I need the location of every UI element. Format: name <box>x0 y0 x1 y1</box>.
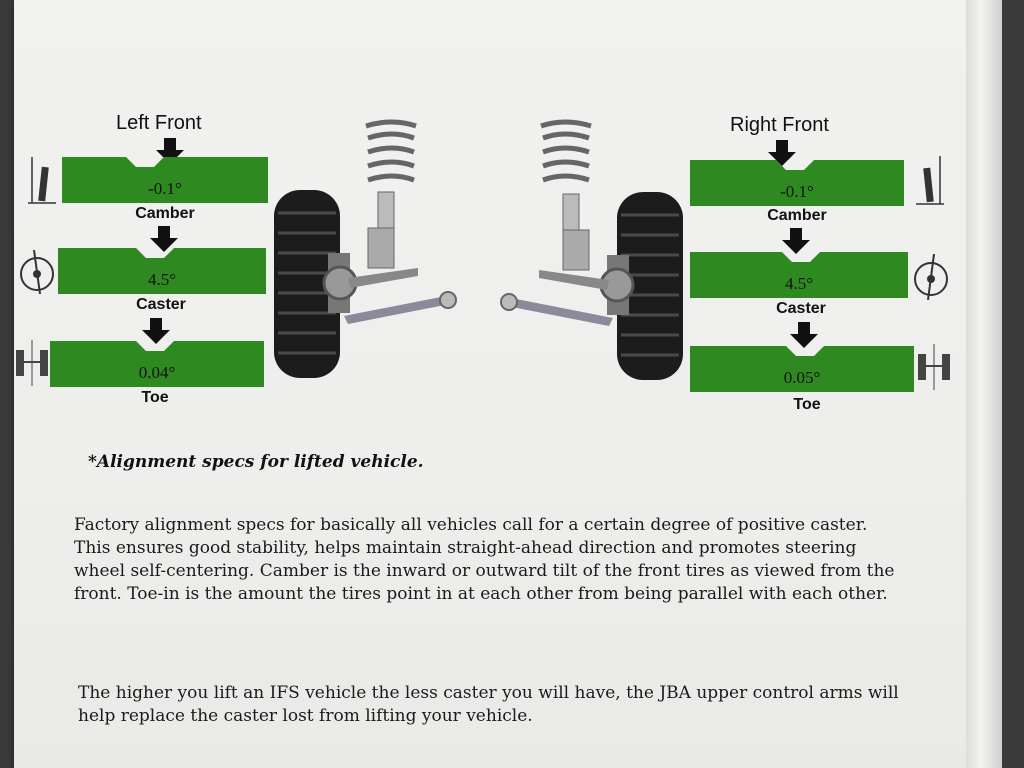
down-arrow-icon <box>782 228 810 254</box>
left-toe-value: 0.04° <box>138 363 176 382</box>
down-arrow-icon <box>156 138 184 164</box>
right-camber-bar: -0.1° <box>690 160 904 206</box>
lifted-vehicle-note: *Alignment specs for lifted vehicle. <box>88 452 424 472</box>
left-camber-label: Camber <box>135 205 195 222</box>
caster-icon <box>914 254 948 300</box>
right-front-title: Right Front <box>730 114 829 136</box>
right-caster-label: Caster <box>776 300 826 317</box>
left-toe-label: Toe <box>141 389 169 406</box>
right-caster-value: 4.5° <box>784 274 814 293</box>
toe-icon <box>16 340 48 386</box>
left-caster-value: 4.5° <box>147 270 177 289</box>
caster-icon <box>20 250 54 294</box>
right-toe-bar: 0.05° <box>690 346 914 392</box>
right-camber-value: -0.1° <box>780 182 814 201</box>
down-arrow-icon <box>768 140 796 166</box>
left-caster-bar: 4.5° <box>58 248 266 294</box>
toe-icon <box>918 344 950 390</box>
right-toe-label: Toe <box>793 396 821 413</box>
right-caster-bar: 4.5° <box>690 252 908 298</box>
down-arrow-icon <box>142 318 170 344</box>
paragraph-alignment-specs: Factory alignment specs for basically al… <box>74 515 895 604</box>
left-suspension-wheel-illustration <box>274 119 457 378</box>
down-arrow-icon <box>150 226 178 252</box>
camber-icon <box>916 156 944 205</box>
right-toe-value: 0.05° <box>783 368 821 387</box>
right-suspension-wheel-illustration <box>500 119 683 380</box>
paragraph-jba-control-arms: The higher you lift an IFS vehicle the l… <box>78 683 899 726</box>
down-arrow-icon <box>790 322 818 348</box>
camber-icon <box>28 157 56 204</box>
left-camber-bar: -0.1° <box>62 157 268 203</box>
left-toe-bar: 0.04° <box>50 341 264 387</box>
left-camber-value: -0.1° <box>148 179 182 198</box>
right-camber-label: Camber <box>767 207 827 224</box>
page-edge <box>966 0 1002 768</box>
left-caster-label: Caster <box>136 296 186 313</box>
left-front-title: Left Front <box>116 112 202 134</box>
